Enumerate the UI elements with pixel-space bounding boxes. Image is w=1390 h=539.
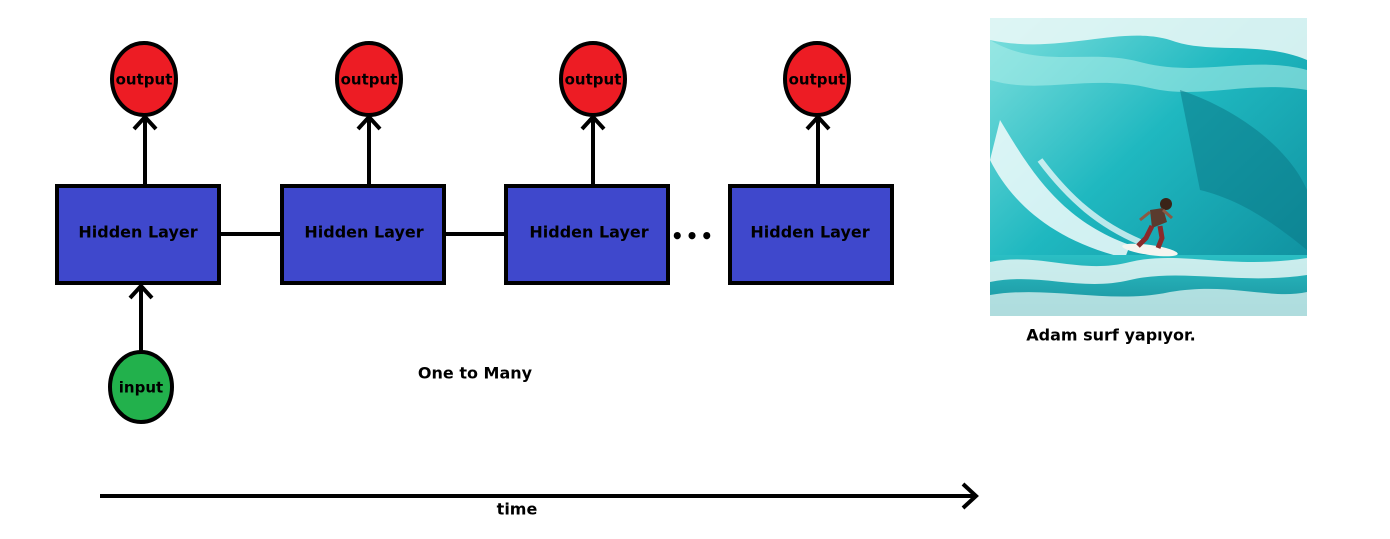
hidden-layer-2	[280, 184, 446, 285]
output-node-1	[110, 41, 178, 117]
time-step-4: Hidden Layer output	[728, 41, 894, 285]
output-label-4: output	[789, 71, 846, 89]
output-arrowhead-1	[132, 114, 158, 131]
output-node-3	[559, 41, 627, 117]
hidden-layer-label-2: Hidden Layer	[304, 223, 423, 242]
output-label-3: output	[565, 71, 622, 89]
hidden-layer-label-3: Hidden Layer	[529, 223, 648, 242]
hidden-layer-label-4: Hidden Layer	[750, 223, 869, 242]
output-node-4	[783, 41, 851, 117]
output-node-2	[335, 41, 403, 117]
ellipsis: •••	[671, 224, 715, 248]
time-step-3: Hidden Layer output	[504, 41, 670, 285]
input-arrowhead	[128, 283, 154, 300]
hidden-layer-label-1: Hidden Layer	[78, 223, 197, 242]
hidden-layer-4	[728, 184, 894, 285]
time-step-2: Hidden Layer output	[280, 41, 446, 285]
output-arrowhead-4	[805, 114, 831, 131]
input-node	[108, 350, 174, 424]
input-label: input	[119, 379, 163, 397]
time-axis: time	[100, 482, 979, 519]
time-axis-arrowhead	[961, 482, 979, 510]
hidden-layer-3	[504, 184, 670, 285]
diagram-title: One to Many	[418, 364, 533, 383]
time-label: time	[497, 500, 538, 519]
output-label-1: output	[116, 71, 173, 89]
image-caption: Adam surf yapıyor.	[1026, 326, 1195, 345]
surfer-photo	[990, 18, 1307, 316]
output-label-2: output	[341, 71, 398, 89]
hidden-layer-1	[55, 184, 221, 285]
input-group: input	[108, 283, 174, 424]
time-step-1: Hidden Layer output	[55, 41, 221, 285]
